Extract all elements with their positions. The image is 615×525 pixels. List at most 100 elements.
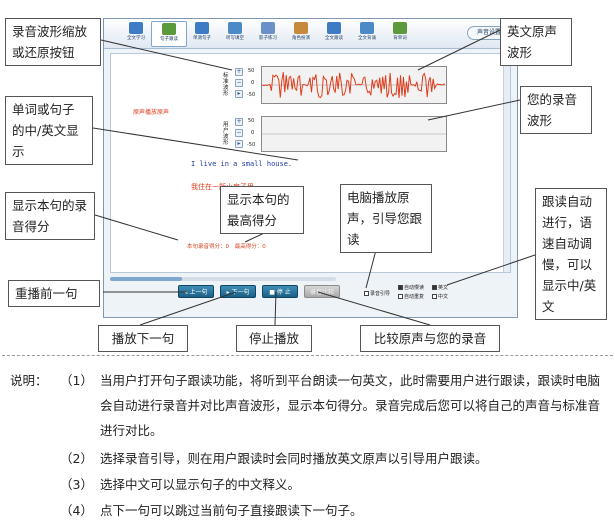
restore-wave-button[interactable]: − (235, 79, 243, 87)
user-wave-scale-bottom: -50 (247, 142, 256, 148)
toolbar-tab-0[interactable]: 全文学习 (118, 21, 154, 47)
callout-zoom-toggle: 录音波形缩放或还原按钮 (5, 18, 101, 66)
user-waveform-graph (262, 133, 446, 135)
note-3-text: 选择中文可以显示句子的中文释义。 (100, 477, 301, 492)
auto-slow-option[interactable]: 自动慢读 (398, 285, 424, 292)
next-sentence-label: 下一句 (231, 289, 250, 296)
original-waveform (261, 66, 447, 104)
stop-label: 停 止 (276, 289, 291, 296)
sentence-progress-bar[interactable] (110, 277, 336, 281)
notes-label: 说明： (10, 373, 48, 388)
stop-button[interactable]: ■ 停 止 (262, 285, 298, 298)
toolbar-tab-label: 全文学习 (126, 35, 145, 41)
chinese-option[interactable]: 中文 (432, 294, 448, 301)
auto-repeat-option[interactable]: 自动重复 (398, 294, 424, 301)
record-guide-option[interactable]: 录音引导 (364, 291, 390, 298)
wave-scale-top: 50 (248, 68, 255, 74)
toolbar-tab-5[interactable]: 角色扮演 (283, 21, 319, 47)
toolbar-tab-2[interactable]: 单测句子 (184, 21, 220, 47)
toolbar-tab-icon (393, 22, 407, 34)
user-wave-scale-mid: 0 (251, 130, 255, 136)
note-3-num: （3） (60, 477, 93, 492)
auto-slow-checkbox[interactable] (398, 285, 403, 290)
callout-play-next: 播放下一句 (98, 325, 188, 352)
user-wave-label: 用户波形 (223, 122, 229, 146)
zoom-in-icon: + (236, 68, 242, 75)
original-waveform-graph (262, 72, 446, 99)
dashed-separator (2, 355, 613, 356)
callout-replay-prev: 重播前一句 (8, 280, 100, 307)
sentence-follow-panel: 原声播放原声 标准波形 + − ▸ 50 0 -50 用户波形 + − (110, 53, 511, 273)
play-icon: ▸ (237, 90, 241, 97)
toolbar-tab-label: 句子跟读 (159, 36, 178, 42)
prev-sentence-label: 上一句 (189, 289, 208, 296)
zoom-out-icon: − (236, 129, 242, 136)
callout-compare: 比较原声与您的录音 (360, 325, 500, 352)
toolbar-tab-label: 单测句子 (192, 35, 211, 41)
prev-sentence-button[interactable]: ◂ 上一句 (178, 285, 214, 298)
note-1: （1） 当用户打开句子跟读功能，将听到平台朗读一句英文，此时需要用户进行跟读，跟… (60, 368, 610, 443)
english-checkbox[interactable] (432, 285, 437, 290)
toolbar-tab-icon (195, 22, 209, 34)
compare-recording-button[interactable]: 录音比较 (304, 285, 340, 298)
zoom-wave-button[interactable]: + (235, 68, 243, 76)
zoom-user-wave-button[interactable]: + (235, 118, 243, 126)
note-4: （4） 点下一句可以跳过当前句子直接跟读下一句子。 (60, 498, 610, 523)
sentence-english: I live in a small house. (191, 160, 293, 168)
toolbar-tab-6[interactable]: 全文跟读 (316, 21, 352, 47)
toolbar-tab-label: 影子练习 (258, 35, 277, 41)
wave-play-button[interactable]: ▸ (235, 90, 243, 98)
toolbar-tab-label: 全文跟读 (324, 35, 343, 41)
note-2: （2） 选择录音引导，则在用户跟读时会同时播放英文原声以引导用户跟读。 (60, 446, 610, 471)
auto-slow-label: 自动慢读 (404, 285, 425, 291)
note-1-text: 当用户打开句子跟读功能，将听到平台朗读一句英文，此时需要用户进行跟读，跟读时电脑… (100, 373, 601, 438)
toolbar-tab-label: 听写填空 (225, 35, 244, 41)
toolbar-tab-label: 全文背诵 (357, 35, 376, 41)
toolbar-tab-icon (360, 22, 374, 34)
callout-sentence-score: 显示本句的录音得分 (5, 192, 95, 240)
note-2-text: 选择录音引导，则在用户跟读时会同时播放英文原声以引导用户跟读。 (100, 451, 488, 466)
original-sentence-label: 原声播放原声 (133, 109, 170, 116)
english-option[interactable]: 英文 (432, 285, 448, 292)
compare-label: 录音比较 (309, 289, 334, 296)
english-label: 英文 (438, 285, 449, 291)
record-guide-checkbox[interactable] (364, 291, 369, 296)
stop-icon: ■ (269, 289, 275, 296)
next-icon: ▸ (226, 289, 230, 296)
record-guide-label: 录音引导 (370, 291, 391, 297)
callout-bilingual: 单词或句子的中/英文显示 (5, 96, 93, 165)
wave-scale-bottom: -50 (247, 92, 256, 98)
callout-original-wave: 英文原声波形 (500, 18, 572, 66)
next-sentence-button[interactable]: ▸ 下一句 (220, 285, 256, 298)
toolbar-tab-label: 角色扮演 (291, 35, 310, 41)
progress-fill (110, 277, 183, 281)
toolbar-tab-icon (327, 22, 341, 34)
note-3: （3） 选择中文可以显示句子的中文释义。 (60, 472, 610, 497)
toolbar-tab-icon (162, 23, 176, 35)
callout-stop-play: 停止播放 (236, 325, 312, 352)
score-line: 本句录音得分：0 最高得分：0 (187, 242, 270, 250)
toolbar-tab-4[interactable]: 影子练习 (250, 21, 286, 47)
chinese-checkbox[interactable] (432, 294, 437, 299)
zoom-in-icon: + (236, 118, 242, 125)
original-wave-label: 标准波形 (223, 73, 229, 97)
toolbar: 全文学习 句子跟读 单测句子 听写填空 影子练习 角色扮演 全文跟读 全文背诵背单词 (104, 19, 517, 49)
toolbar-tab-icon (129, 22, 143, 34)
toolbar-tab-3[interactable]: 听写填空 (217, 21, 253, 47)
chinese-label: 中文 (438, 294, 449, 300)
callout-auto-follow: 跟读自动进行，语速自动调慢，可以显示中/英文 (535, 188, 607, 320)
toolbar-tab-icon (261, 22, 275, 34)
auto-repeat-checkbox[interactable] (398, 294, 403, 299)
content-scrollbar[interactable] (503, 54, 510, 272)
callout-guide: 电脑播放原声，引导您跟读 (340, 184, 432, 253)
toolbar-tab-icon (294, 22, 308, 34)
restore-user-wave-button[interactable]: − (235, 129, 243, 137)
auto-repeat-label: 自动重复 (404, 294, 425, 300)
toolbar-tab-8[interactable]: 背单词 (382, 21, 418, 47)
user-wave-play-button[interactable]: ▸ (235, 140, 243, 148)
wave-scale-mid: 0 (251, 80, 255, 86)
toolbar-tab-7[interactable]: 全文背诵 (349, 21, 385, 47)
callout-your-wave: 您的录音波形 (520, 86, 592, 134)
play-icon: ▸ (237, 140, 241, 147)
toolbar-tab-1[interactable]: 句子跟读 (151, 21, 187, 47)
